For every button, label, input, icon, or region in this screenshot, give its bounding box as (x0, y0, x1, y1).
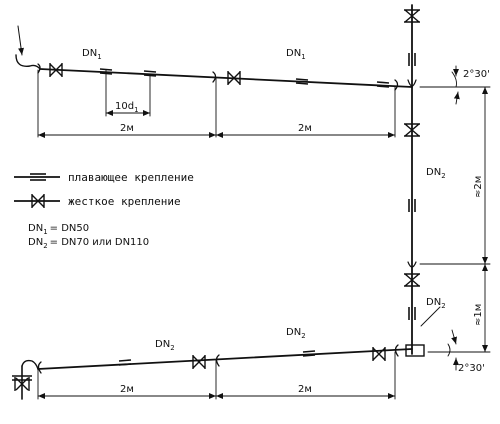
floating-supports (12, 53, 416, 381)
floating-support-icon (118, 359, 132, 366)
bottom-pipe (21, 344, 425, 400)
legend-floating-item: плавающее крепление (14, 171, 194, 184)
legend-floating-label: плавающее крепление (68, 171, 194, 184)
slope-markers (420, 65, 460, 371)
dim-riser-approx-1m: ≈1м (473, 304, 484, 326)
note-dn1: DN1= DN50 (28, 223, 89, 236)
legend: плавающее крепление жесткое крепление (14, 171, 194, 208)
floating-support-icon (143, 70, 157, 77)
dim-ten-d: 10d1 (115, 101, 139, 114)
pipe-label-dn2-riser: DN2 (426, 167, 446, 180)
legend-rigid-item: жесткое крепление (14, 194, 181, 208)
floating-support-icon (295, 78, 309, 85)
slope-top-label: 2°30' (463, 69, 490, 80)
rigid-support-icon (404, 9, 420, 23)
rigid-support-legend-icon (14, 194, 60, 208)
slope-bottom-label: 2°30' (458, 363, 485, 374)
floating-support-icon (302, 350, 316, 357)
pipe-label-dn2-bend: DN2 (426, 297, 446, 310)
floating-support-icon (408, 199, 416, 212)
dimension-lines (37, 69, 491, 400)
rigid-support-icon (372, 347, 386, 361)
dim-top-left-2m: 2м (120, 123, 134, 134)
slope-labels: 2°30' 2°30' (458, 69, 490, 374)
pipe-label-dn2-bottom-right: DN2 (286, 327, 306, 340)
note-dn2: DN2= DN70 или DN110 (28, 237, 149, 250)
pipe-label-dn1-left: DN1 (82, 48, 102, 61)
floating-support-legend-icon (14, 173, 60, 181)
floating-support-icon (99, 68, 113, 75)
rigid-support-icon (192, 355, 206, 369)
rigid-support-icon (404, 123, 420, 137)
floating-support-icon (408, 307, 416, 320)
dim-bottom-right-2m: 2м (298, 384, 312, 395)
rigid-support-icon (14, 377, 30, 391)
rigid-support-icon (404, 273, 420, 287)
rigid-support-icon (49, 63, 63, 77)
floating-support-icon (376, 81, 390, 88)
diameter-notes: DN1= DN50 DN2= DN70 или DN110 (28, 223, 149, 250)
dim-top-right-2m: 2м (298, 123, 312, 134)
dimension-labels: 10d1 2м 2м 2м 2м ≈2м ≈1м (115, 101, 484, 395)
floating-support-icon (408, 53, 416, 66)
legend-rigid-label: жесткое крепление (68, 195, 181, 208)
rigid-support-icon (227, 71, 241, 85)
dim-bottom-left-2m: 2м (120, 384, 134, 395)
pipe-label-dn2-bottom-left: DN2 (155, 339, 175, 352)
dim-riser-approx-2m: ≈2м (473, 176, 484, 198)
vertical-riser (407, 4, 417, 355)
pipe-label-dn1-right: DN1 (286, 48, 306, 61)
top-pipe (15, 25, 413, 91)
rigid-supports (14, 9, 420, 391)
pipe-labels: DN1 DN1 DN2 DN2 DN2 DN2 (82, 48, 446, 352)
